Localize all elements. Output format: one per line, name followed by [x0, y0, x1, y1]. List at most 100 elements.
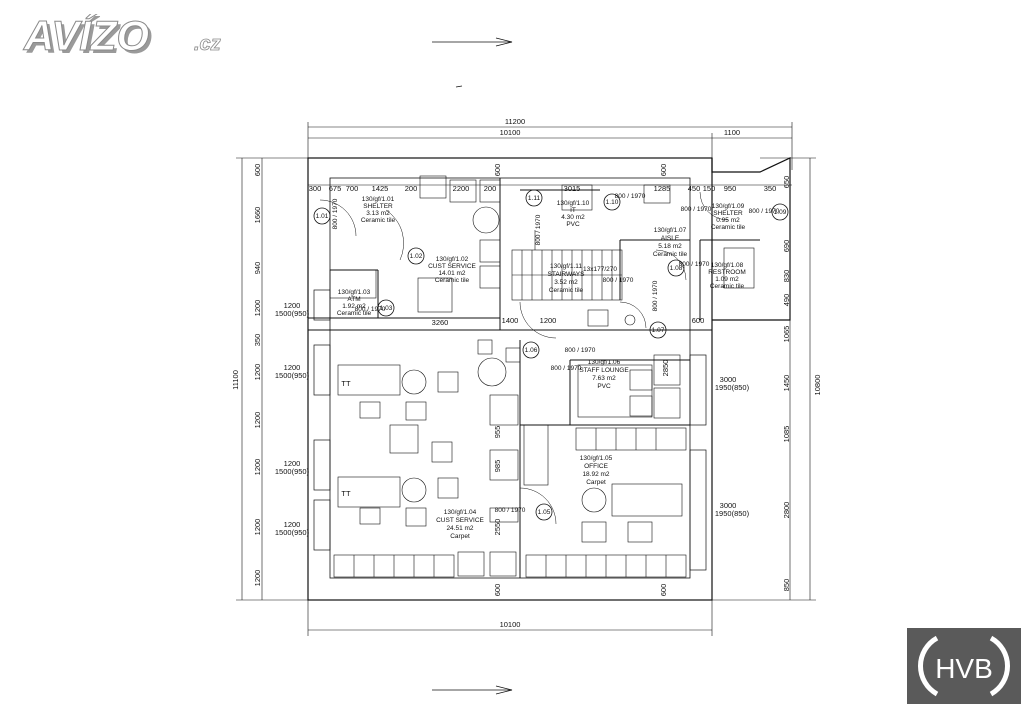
room-area: 3.52 m2 [554, 279, 578, 286]
dim-top-row-11: 950 [724, 184, 737, 193]
door-tag-1-09: 1.09 [774, 209, 787, 216]
dim-right-col-7: 2800 [782, 502, 791, 519]
dim-top-row: 300 675 700 1425 200 2200 200 3015 1285 … [309, 184, 777, 193]
dim-mid-2: 600 [493, 584, 502, 597]
door-tag-1-07: 1.07 [652, 327, 665, 334]
dim-top-row-8: 1285 [654, 184, 671, 193]
window-tags-right: 3000 1950(850) 3000 1950(850) [715, 375, 750, 518]
room-floor: Ceramic tile [361, 217, 396, 224]
dim-right-col-3: 490 [782, 294, 791, 307]
dim-right-col-1: 690 [782, 240, 791, 253]
door-size-1-07: 800 / 1970 [652, 280, 659, 311]
dim-top-row-7: 3015 [564, 184, 581, 193]
dim-right-total: 10800 [813, 375, 822, 396]
dim-top-total: 11200 [505, 117, 525, 126]
room-code: 130/gf/1.11 [550, 263, 582, 270]
dim-top-row-2: 700 [346, 184, 359, 193]
hvb-logo-right-bracket [989, 635, 1010, 697]
avizo-logo-text: AVÍZO [23, 14, 149, 59]
room-name: ATM [347, 296, 360, 303]
window-right-2-h: 1950(850) [715, 509, 750, 518]
window-left-1-w: 1200 [284, 301, 301, 310]
dim-left-col-5: 1200 [253, 364, 262, 381]
dim-mid-1: 600 [659, 164, 668, 177]
door-size-1-03: 800 / 1970 [355, 306, 386, 313]
window-left-2-h: 1500(950) [275, 371, 310, 380]
dim-left-col-3: 1200 [253, 300, 262, 317]
door-swings [319, 191, 729, 525]
room-1-04: 130/gf/1.04 CUST SERVICE 24.51 m2 Carpet [436, 509, 484, 540]
room-area: 4.30 m2 [561, 214, 585, 221]
room-code: 130/gf/1.07 [654, 227, 687, 234]
room-floor: Carpet [450, 533, 470, 540]
window-right-1-h: 1950(850) [715, 383, 750, 392]
door-size-1-06: 800 / 1970 [551, 365, 582, 372]
dim-mid-12: 2550 [493, 519, 502, 536]
dim-top-row-9: 450 [688, 184, 701, 193]
door-size-extra-1: 800 / 1970 [749, 208, 780, 215]
dim-top-row-3: 1425 [372, 184, 389, 193]
dim-mid-11: 985 [493, 460, 502, 473]
dim-top-row-4: 200 [405, 184, 418, 193]
room-floor: Ceramic tile [710, 283, 745, 290]
room-floor: PVC [597, 383, 611, 390]
room-name: STAIRWAYS [548, 271, 586, 278]
dim-left-col-2: 940 [253, 262, 262, 275]
window-left-2-w: 1200 [284, 363, 301, 372]
room-name: SHELTER [713, 210, 743, 217]
dim-left-col-6: 1200 [253, 412, 262, 429]
room-1-05: 130/gf/1.05 OFFICE 18.92 m2 Carpet [580, 455, 613, 486]
room-code: 130/gf/1.05 [580, 455, 613, 462]
room-area: 5.18 m2 [658, 243, 682, 250]
room-area: 14.01 m2 [438, 270, 465, 277]
room-code: 130/gf/1.02 [436, 256, 469, 263]
room-floor: Ceramic tile [653, 251, 688, 258]
room-name: SHELTER [363, 203, 393, 210]
dim-left-total: 11100 [231, 370, 240, 390]
dim-left-col-0: 600 [253, 164, 262, 177]
room-floor: Ceramic tile [549, 287, 584, 294]
door-tag-1-01: 1.01 [316, 213, 329, 220]
window-right-1-w: 3000 [720, 375, 737, 384]
door-size-1-10: 800 / 1970 [615, 193, 646, 200]
room-name: STAFF LOUNGE [579, 367, 629, 374]
window-left-1-h: 1500(950) [275, 309, 310, 318]
furniture [329, 184, 755, 577]
room-1-03: 130/gf/1.03 ATM 1.92 m2 Ceramic tile [337, 289, 372, 317]
room-area: 0.95 m2 [716, 217, 740, 224]
room-area: 1.92 m2 [342, 303, 366, 310]
room-area: 18.92 m2 [582, 471, 609, 478]
door-size-1-11: 800 / 1970 [535, 214, 542, 245]
door-tag-1-11: 1.11 [528, 195, 541, 202]
room-1-08: 130/gf/1.08 RESTROOM 1.09 m2 Ceramic til… [708, 262, 746, 290]
door-tag-1-03: 1.03 [380, 305, 393, 312]
dim-right-col-4: 1065 [782, 326, 791, 343]
dim-left-col-1: 1660 [253, 207, 262, 224]
dim-top-main: 10100 [500, 128, 521, 137]
door-tag-1-05: 1.05 [538, 509, 551, 516]
window-left-3-w: 1200 [284, 459, 301, 468]
room-1-02: 130/gf/1.02 CUST SERVICE 14.01 m2 Cerami… [428, 256, 476, 284]
door-size-extra-2: 800 / 1970 [603, 277, 634, 284]
dim-mid-6: 3260 [432, 318, 449, 327]
dim-top-row-6: 200 [484, 184, 497, 193]
dim-left-col: 600 1660 940 1200 350 1200 1200 1200 120… [253, 164, 262, 587]
room-name: RESTROOM [708, 269, 746, 276]
window-left-3-h: 1500(950) [275, 467, 310, 476]
room-area: 3.13 m2 [366, 210, 390, 217]
window-tags-left: 1200 1500(950) 1200 1500(950) 1200 1500(… [275, 301, 310, 537]
dim-top-row-5: 2200 [453, 184, 470, 193]
stair-note: 13x177/270 [583, 266, 617, 273]
dim-right-col-8: 850 [782, 579, 791, 592]
room-floor: Ceramic tile [337, 310, 372, 317]
dim-top-row-1: 675 [329, 184, 342, 193]
dim-right-col-6: 1085 [782, 426, 791, 443]
window-left-4-w: 1200 [284, 520, 301, 529]
section-arrow-top [432, 37, 513, 88]
door-sizes: 800 / 1970 800 / 1970 800 / 1970 800 / 1… [332, 193, 780, 372]
room-floor: Ceramic tile [711, 224, 746, 231]
door-size-1-09: 800 / 1970 [681, 206, 712, 213]
dim-left-col-8: 1200 [253, 519, 262, 536]
dim-middle: 600 600 600 600 600 1200 3260 800 / 1970… [432, 164, 705, 597]
room-1-01: 130/gf/1.01 SHELTER 3.13 m2 Ceramic tile [361, 196, 396, 224]
